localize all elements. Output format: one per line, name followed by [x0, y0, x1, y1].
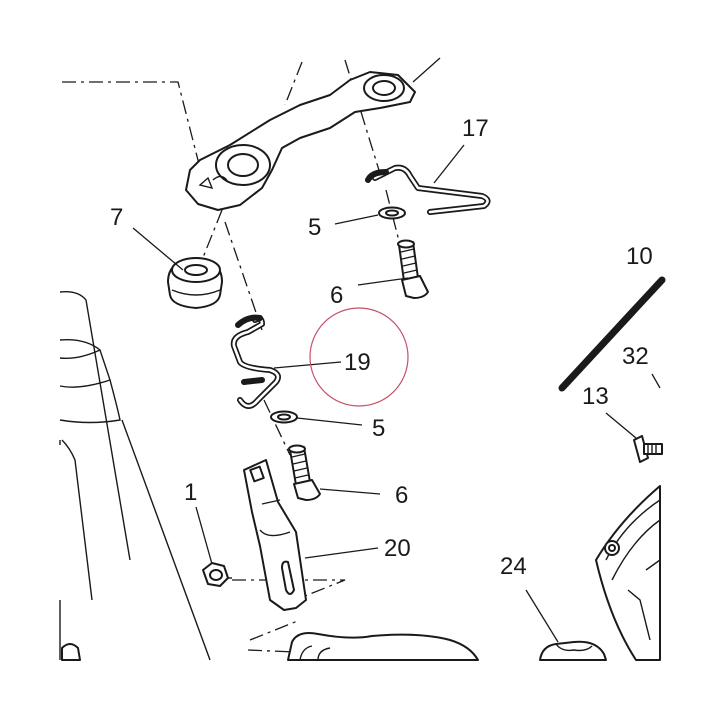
- washer-5-upper: [378, 206, 406, 220]
- callout-10: 10: [626, 243, 653, 270]
- callout-7: 7: [110, 204, 123, 231]
- cap-24: [539, 640, 607, 661]
- callout-labels: 17 7 5 6 10 32 19 13 5 6 1 20 24: [110, 115, 653, 580]
- fork-tube: [59, 290, 211, 661]
- callout-24: 24: [500, 553, 527, 580]
- grommet-7: [167, 257, 223, 309]
- callout-32: 32: [622, 343, 649, 370]
- callout-17: 17: [462, 115, 489, 142]
- callout-6-upper: 6: [330, 282, 343, 309]
- wire-clip-19: [230, 314, 281, 409]
- screw-13: [633, 435, 663, 463]
- callout-5-lower: 5: [372, 415, 385, 442]
- upper-bracket: [185, 57, 441, 211]
- rod-10: [558, 276, 666, 392]
- callout-5-upper: 5: [308, 214, 321, 241]
- screw-6-upper: [397, 239, 429, 299]
- callout-6-lower: 6: [395, 482, 408, 509]
- highlight-circle: [309, 307, 409, 407]
- callout-19: 19: [344, 349, 371, 376]
- callout-13: 13: [582, 383, 609, 410]
- screw-6-lower: [288, 444, 321, 501]
- wire-clip-17: [365, 164, 491, 215]
- callout-1: 1: [184, 479, 197, 506]
- lower-housing: [287, 632, 479, 661]
- right-housing: [595, 485, 661, 661]
- washer-5-lower: [270, 410, 298, 424]
- nut-1: [202, 562, 232, 587]
- plate-20: [243, 459, 307, 611]
- leader-lines: [132, 144, 661, 643]
- callout-20: 20: [384, 535, 411, 562]
